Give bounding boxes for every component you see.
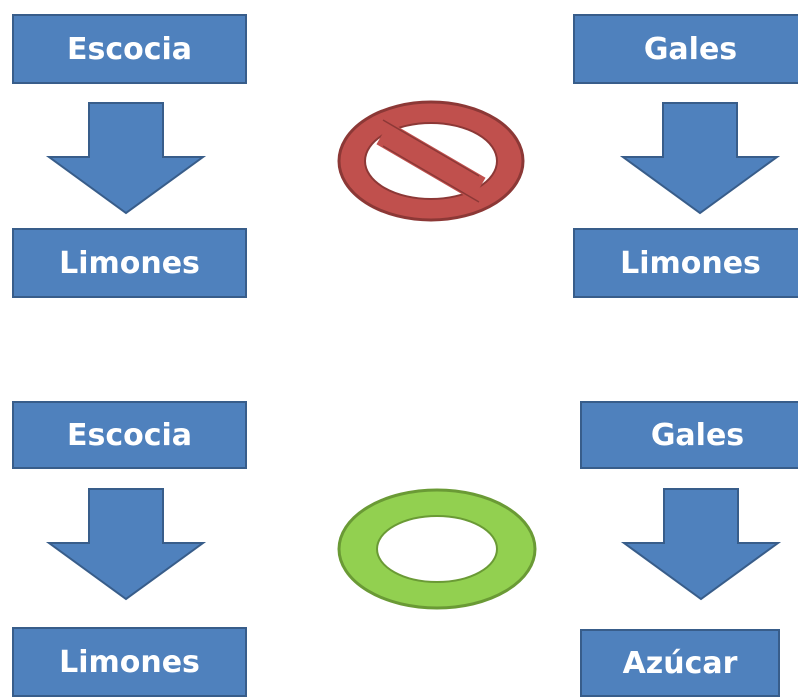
top-left-target-box: Limones xyxy=(12,228,247,298)
top-right-target-box: Limones xyxy=(573,228,798,298)
bottom-right-down-arrow-icon xyxy=(620,488,782,601)
no-symbol-icon xyxy=(337,100,525,222)
ring-ok-icon xyxy=(337,488,537,610)
bottom-right-target-box: Azúcar xyxy=(580,629,780,697)
bottom-left-source-box: Escocia xyxy=(12,401,247,469)
top-left-source-box: Escocia xyxy=(12,14,247,84)
bottom-right-source-box: Gales xyxy=(580,401,798,469)
top-right-source-box: Gales xyxy=(573,14,798,84)
bottom-left-target-box: Limones xyxy=(12,627,247,697)
top-right-down-arrow-icon xyxy=(619,102,781,215)
bottom-left-down-arrow-icon xyxy=(45,488,207,601)
top-left-down-arrow-icon xyxy=(45,102,207,215)
